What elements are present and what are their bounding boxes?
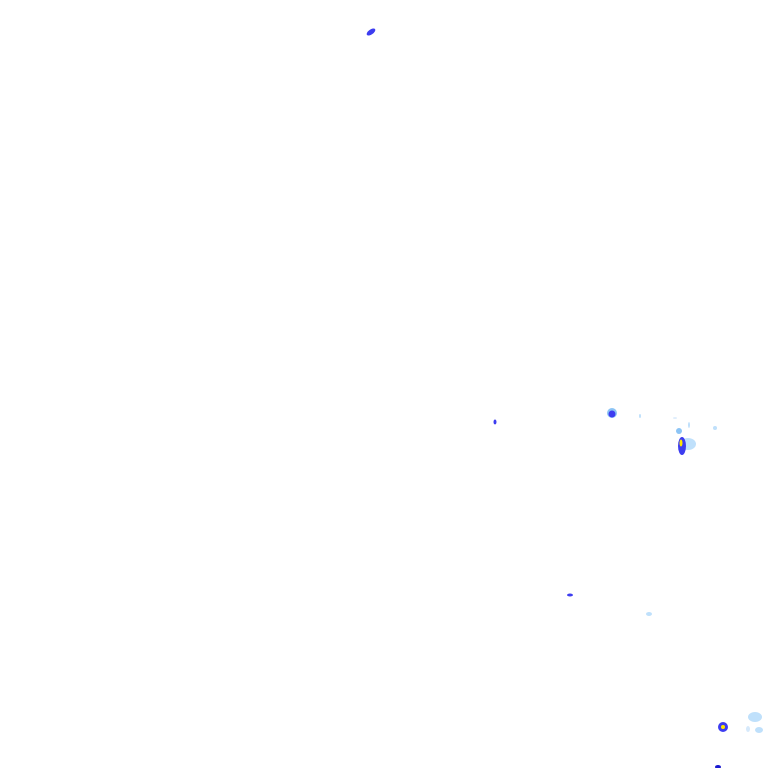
- rain-cell-south: [567, 593, 652, 616]
- rain-cell-center-west: [493, 419, 497, 425]
- rain-cell-southeast: [715, 712, 763, 768]
- rain-cell-center-east: [607, 408, 717, 455]
- rain-cell-north: [366, 28, 376, 36]
